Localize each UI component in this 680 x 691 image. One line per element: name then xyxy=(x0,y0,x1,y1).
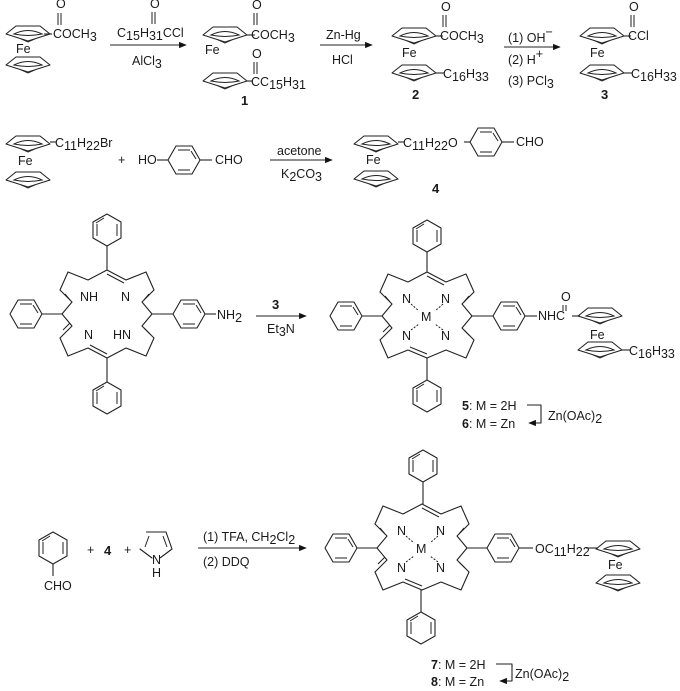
metalation-labels-7-8: 7: M = 2H 8: M = Zn Zn(OAc)2 xyxy=(431,658,569,689)
iron-label: Fe xyxy=(366,153,381,167)
aminophenyl-porphyrin: NH N N HN NH2 xyxy=(9,213,242,415)
pyrrole-n: N xyxy=(441,292,450,306)
acetyl-substituent: COCH3 xyxy=(440,29,484,46)
compound-number: 3 xyxy=(601,87,608,102)
compound-2: O COCH3 Fe C16H33 2 xyxy=(391,0,489,102)
metalation-arrow xyxy=(496,663,513,685)
reagent-aluminium-chloride: AlCl3 xyxy=(132,54,162,71)
plus-sign: + xyxy=(87,543,94,557)
compound-4-reference: 4 xyxy=(104,543,112,558)
acid-chloride-substituent: CCl xyxy=(628,29,649,43)
carbonyl-oxygen: O xyxy=(441,0,451,14)
pyrrole-n: N xyxy=(84,328,93,342)
pyrrole-h: H xyxy=(152,566,161,580)
reagent-acetone: acetone xyxy=(277,144,322,158)
acetylferrocene: O COCH3 Fe xyxy=(5,0,97,75)
pyrrole-n: N xyxy=(402,329,411,343)
hydroxybenzaldehyde: HO CHO xyxy=(138,145,243,175)
reagent-triethylamine: Et3N xyxy=(267,322,295,339)
benzaldehyde: CHO xyxy=(38,531,72,593)
plus-sign: + xyxy=(124,543,131,557)
hexadecyl-substituent: C16H33 xyxy=(443,67,489,84)
pyrrole-n: N xyxy=(402,292,411,306)
metal-center: M xyxy=(421,310,431,324)
step-hydrolysis: (1) OH− xyxy=(508,25,553,45)
reagent-potassium-carbonate: K2CO3 xyxy=(281,167,322,184)
undecyloxy-chain: C11H22O xyxy=(403,136,458,153)
cyclopentadienyl-ring xyxy=(5,56,51,75)
step-acidification: (2) H+ xyxy=(508,47,543,67)
compound-number: 2 xyxy=(412,87,419,102)
step-tfa: (1) TFA, CH2Cl2 xyxy=(203,530,295,547)
metalation-arrow xyxy=(527,404,542,427)
reagent-zinc-acetate: Zn(OAc)2 xyxy=(548,409,602,426)
ferrocenyl-porphyrin-ether: N N N N M OC11H22 Fe xyxy=(324,449,641,645)
compound-8-label: 8: M = Zn xyxy=(431,675,484,689)
iron-label: Fe xyxy=(18,154,33,168)
iron-label: Fe xyxy=(590,328,605,342)
reaction-step-williamson: acetone K2CO3 xyxy=(270,144,333,184)
pyrrole-n: N xyxy=(436,524,445,538)
carbonyl-oxygen: O xyxy=(629,0,639,14)
iron-label: Fe xyxy=(16,42,31,56)
reagent-carbonyl-o: O xyxy=(150,0,160,11)
aldehyde-group: CHO xyxy=(215,153,243,167)
cyclopentadienyl-ring xyxy=(5,25,51,44)
carbonyl-oxygen: O xyxy=(252,0,262,12)
pyrrole-hn: HN xyxy=(113,328,131,342)
pyrrole-nh: NH xyxy=(80,290,98,304)
reaction-step-condensation: (1) TFA, CH2Cl2 (2) DDQ xyxy=(198,530,307,569)
pyrrole-n: N xyxy=(436,561,445,575)
hexadecyl-substituent: C16H33 xyxy=(629,344,675,361)
compound-1: O COCH3 Fe O CC15H31 1 xyxy=(202,0,306,108)
carbonyl-oxygen: O xyxy=(56,0,66,11)
step-ddq: (2) DDQ xyxy=(203,555,250,569)
pyrrole-n: N xyxy=(121,290,130,304)
aldehyde-group: CHO xyxy=(516,135,544,149)
pyrrole-n: N xyxy=(441,329,450,343)
compound-number: 1 xyxy=(241,93,248,108)
hexadecyl-substituent: C16H33 xyxy=(631,67,677,84)
compound-7-label: 7: M = 2H xyxy=(431,658,486,672)
reaction-step-3: (1) OH− (2) H+ (3) PCl3 xyxy=(504,25,561,91)
reagent-zinc-acetate: Zn(OAc)2 xyxy=(515,667,569,684)
iron-label: Fe xyxy=(205,43,220,57)
reagent-palmitoyl-chloride: C15H31CCl xyxy=(117,26,184,43)
pyrrole-n: N xyxy=(152,553,161,567)
pyrrole: N H xyxy=(139,531,173,580)
metalation-labels-5-6: 5: M = 2H 6: M = Zn Zn(OAc)2 xyxy=(462,399,602,431)
iron-label: Fe xyxy=(608,558,623,572)
reaction-step-amidation: 3 Et3N xyxy=(256,297,307,339)
hydroxyl-group: HO xyxy=(138,153,157,167)
iron-label: Fe xyxy=(402,46,417,60)
iron-label: Fe xyxy=(590,46,605,60)
amine-group: NH2 xyxy=(217,308,242,325)
aldehyde-group: CHO xyxy=(44,579,72,593)
compound-3: O CCl Fe C16H33 3 xyxy=(579,0,677,102)
carbonyl-oxygen: O xyxy=(252,47,262,61)
reagent-zinc-amalgam: Zn-Hg xyxy=(326,28,361,42)
acetyl-substituent: COCH3 xyxy=(251,28,295,45)
ferrocenyl-porphyrin-amide: N N N N M NHC O Fe C16H33 xyxy=(329,219,675,413)
acetyl-substituent: COCH3 xyxy=(53,27,97,44)
amide-linker: NHC xyxy=(538,309,565,323)
bromoundecyl-substituent: C11H22Br xyxy=(55,136,112,153)
reagent-hcl: HCl xyxy=(332,53,353,67)
carbonyl-oxygen: O xyxy=(561,290,571,304)
bromoundecylferrocene: C11H22Br Fe xyxy=(5,135,112,190)
reaction-step-1: O C15H31CCl AlCl3 xyxy=(110,0,187,71)
metal-center: M xyxy=(416,542,426,556)
pyrrole-n: N xyxy=(397,524,406,538)
reaction-step-2: Zn-Hg HCl xyxy=(320,28,373,67)
compound-6-label: 6: M = Zn xyxy=(462,417,515,431)
pyrrole-n: N xyxy=(397,561,406,575)
palmitoyl-substituent: CC15H31 xyxy=(251,75,306,92)
compound-number: 4 xyxy=(432,181,440,196)
compound-4: C11H22O CHO Fe 4 xyxy=(353,127,544,196)
undecyloxy-chain: OC11H22 xyxy=(535,542,590,559)
step-chlorination: (3) PCl3 xyxy=(508,74,554,91)
reagent-compound-3: 3 xyxy=(272,297,279,312)
plus-sign: + xyxy=(118,153,125,167)
compound-5-label: 5: M = 2H xyxy=(462,399,517,413)
